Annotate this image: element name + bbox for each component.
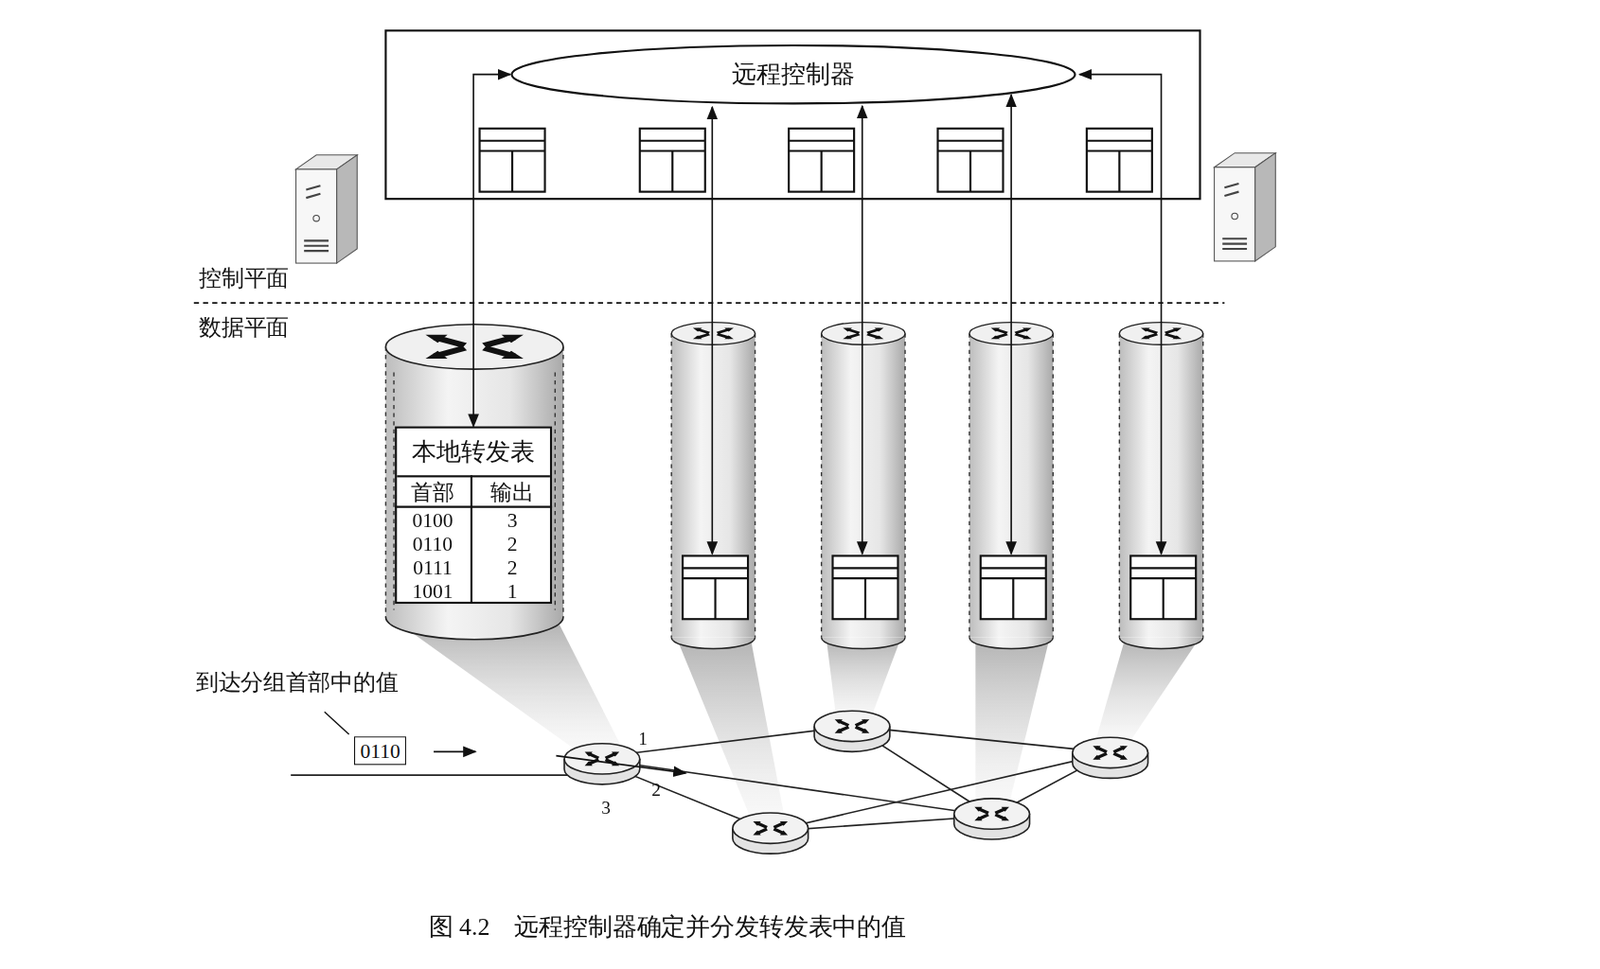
packet-header-box: 0110 [354,736,407,765]
table-cell: 2 [507,556,518,578]
plane-label: 数据平面 [198,316,289,339]
port-number: 2 [651,781,661,800]
table-cell: 0100 [411,510,453,532]
table-cell: 输出 [490,482,534,505]
table-cell: 0110 [412,533,453,555]
control-arrow [473,74,511,427]
table-cell: 首部 [410,482,454,505]
table-cell: 1001 [411,580,453,602]
node-text: 0110 [359,740,400,762]
port-number: 1 [638,729,648,748]
plane-label: 控制平面 [198,266,289,290]
table-cell: 1 [507,580,518,602]
figure-caption: 图 4.2 远程控制器确定并分发转发表中的值 [428,915,907,941]
table-cell: 0111 [412,556,453,578]
table-cell: 2 [507,533,518,555]
plane-label: 到达分组首部中的值 [195,671,398,694]
table-cell: 3 [507,510,518,532]
node-text: 远程控制器 [731,62,854,88]
controller-ellipse: 远程控制器 [510,43,1077,106]
node-text: 本地转发表 [396,428,551,479]
ellipse-shape [512,45,1076,104]
port-number: 3 [601,799,611,818]
